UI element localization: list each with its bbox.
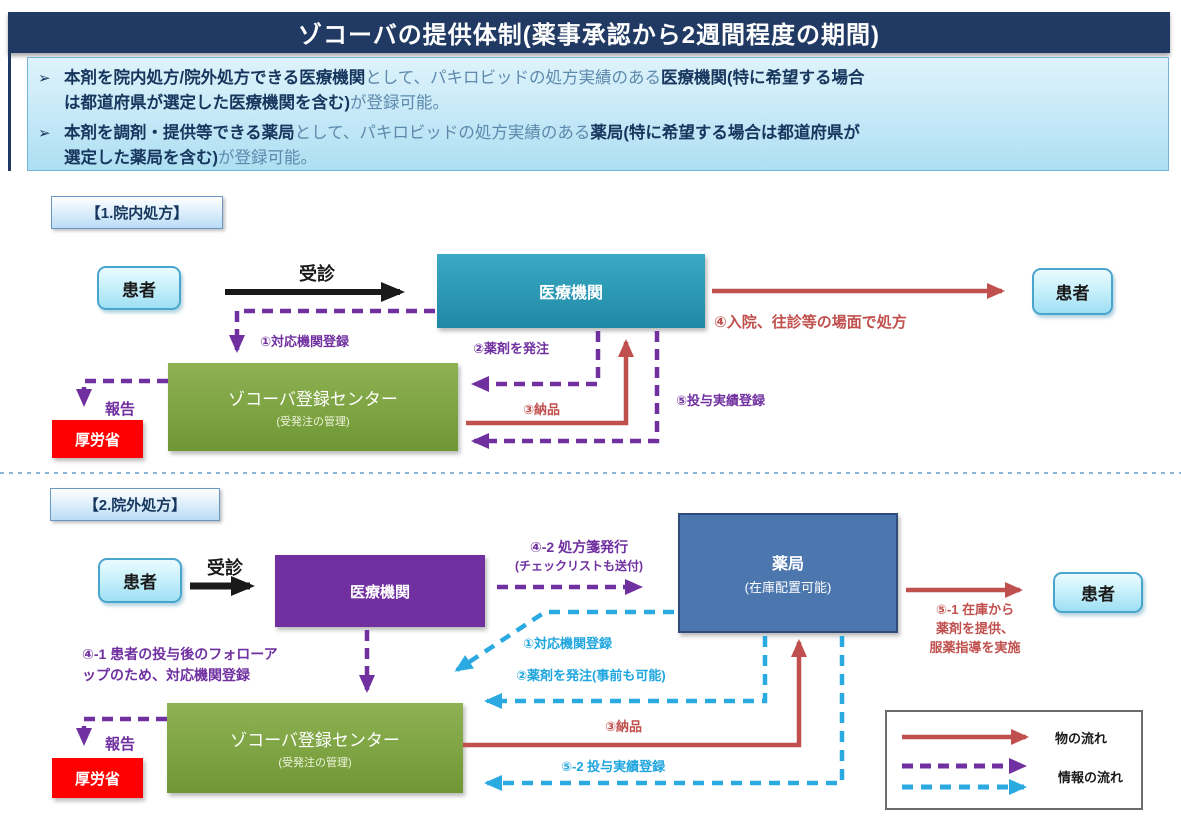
intro-b1-s3: 医療機関(特に希望する場合 [660, 69, 865, 87]
provide-label-line3: 服薬指導を実施 [929, 640, 1021, 655]
intro-b2-s4: 選定した薬局を含む) [64, 149, 218, 167]
record-label-s2: ⑤-2 投与実績登録 [561, 759, 666, 774]
section2-heading: 【2.院外処方】 [50, 488, 220, 521]
mhlw-box-s2: 厚労省 [52, 758, 143, 798]
delivery-label-s1: ③納品 [523, 402, 561, 417]
delivery-label-s2: ③納品 [605, 719, 643, 734]
legend-info-label: 情報の流れ [1058, 770, 1124, 785]
medical-institution-box-s2: 医療機関 [275, 555, 485, 627]
page-title: ゾコーバの提供体制(薬事承認から2週間程度の期間) [8, 12, 1170, 53]
reg-label-s2: ①対応機関登録 [523, 636, 613, 651]
prescription-label-s2: ④-2 処方箋発行 (チェックリストも送付) [490, 537, 668, 574]
pharmacy-box: 薬局 (在庫配置可能) [678, 513, 898, 633]
mhlw-box-s1: 厚労省 [52, 420, 143, 458]
record-label-s1: ⑤投与実績登録 [676, 393, 766, 408]
medical-institution-box-s1: 医療機関 [437, 254, 705, 328]
reg-label-s1: ①対応機関登録 [260, 334, 350, 349]
intro-b1-s2: として、パキロビッドの処方実績のある [365, 69, 661, 87]
visit-label-s1: 受診 [299, 264, 335, 284]
prescription-label-line2: (チェックリストも送付) [515, 559, 643, 573]
registration-center-title-s2: ゾコーバ登録センター [230, 731, 400, 750]
intro-b2-s3: 薬局(特に希望する場合は都道府県が [590, 124, 860, 142]
left-accent-line [8, 53, 11, 171]
provide-label-line1: ⑤-1 在庫から [935, 602, 1015, 617]
report-label-s1: 報告 [105, 401, 136, 418]
patient-box-s2-left: 患者 [98, 558, 182, 603]
registration-center-sub-s1: (受発注の管理) [276, 416, 350, 428]
prescription-label-line1: ④-2 処方箋発行 [529, 539, 629, 555]
prescribe-label-s1: ④入院、往診等の場面で処方 [714, 314, 907, 331]
provide-label-line2: 薬剤を提供、 [935, 621, 1014, 636]
registration-center-title-s1: ゾコーバ登録センター [228, 390, 398, 409]
intro-bullet-2: ➢ 本剤を調剤・提供等できる薬局として、パキロビッドの処方実績のある薬局(特に希… [38, 121, 1156, 171]
intro-bullet-1-text: 本剤を院内処方/院外処方できる医療機関として、パキロビッドの処方実績のある医療機… [64, 66, 1156, 116]
intro-bullet-1: ➢ 本剤を院内処方/院外処方できる医療機関として、パキロビッドの処方実績のある医… [38, 66, 1156, 116]
intro-b2-s2: として、パキロビッドの処方実績のある [294, 124, 591, 142]
patient-box-s1-left: 患者 [97, 266, 181, 310]
section1-heading: 【1.院内処方】 [51, 196, 223, 229]
followup-label-line2: ップのため、対応機関登録 [82, 667, 250, 683]
intro-b2-s1: 本剤を調剤・提供等できる薬局 [64, 124, 295, 142]
patient-box-s1-right: 患者 [1032, 268, 1113, 315]
followup-label-line1: ④-1 患者の投与後のフォローア [82, 646, 278, 662]
bullet-arrow-icon: ➢ [38, 70, 51, 87]
registration-center-box-s1: ゾコーバ登録センター (受発注の管理) [168, 363, 458, 451]
intro-b1-s1: 本剤を院内処方/院外処方できる医療機関 [64, 69, 366, 87]
pharmacy-sub: (在庫配置可能) [744, 580, 832, 595]
order-label-s1: ②薬剤を発注 [473, 341, 550, 356]
visit-label-s2: 受診 [207, 558, 243, 578]
intro-box: ➢ 本剤を院内処方/院外処方できる医療機関として、パキロビッドの処方実績のある医… [27, 57, 1169, 171]
section-divider [0, 472, 1181, 474]
intro-b1-s5: が登録可能。 [350, 94, 449, 112]
legend-goods-label: 物の流れ [1055, 731, 1108, 746]
intro-bullet-2-text: 本剤を調剤・提供等できる薬局として、パキロビッドの処方実績のある薬局(特に希望す… [64, 121, 1156, 171]
intro-b2-s5: が登録可能。 [218, 149, 317, 167]
intro-b1-s4: は都道府県が選定した医療機関を含む) [64, 94, 350, 112]
order-label-s2: ②薬剤を発注(事前も可能) [516, 668, 666, 683]
legend-box [885, 710, 1143, 810]
patient-box-s2-right: 患者 [1053, 572, 1143, 613]
registration-center-sub-s2: (受発注の管理) [278, 757, 352, 769]
followup-label-s2: ④-1 患者の投与後のフォローア ップのため、対応機関登録 [82, 644, 278, 686]
registration-center-box-s2: ゾコーバ登録センター (受発注の管理) [167, 703, 463, 793]
provide-label-s2: ⑤-1 在庫から 薬剤を提供、 服薬指導を実施 [900, 600, 1050, 657]
pharmacy-title: 薬局 [771, 556, 804, 573]
report-label-s2: 報告 [105, 736, 136, 753]
bullet-arrow-icon: ➢ [38, 125, 51, 142]
